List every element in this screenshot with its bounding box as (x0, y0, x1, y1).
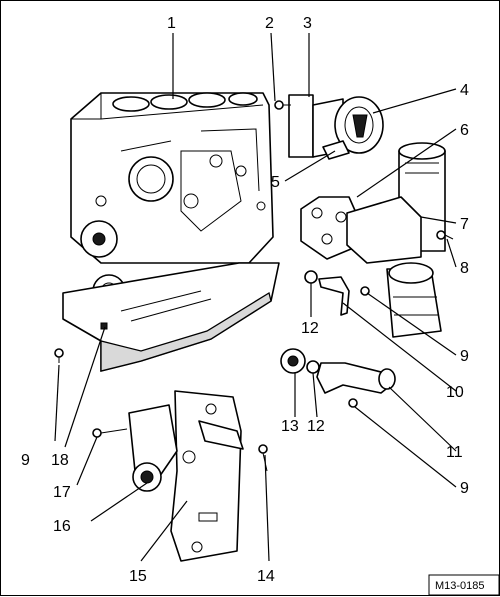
oil-pipe (304, 270, 370, 316)
figure-reference-label: M13-0185 (435, 580, 485, 592)
belt-tensioner (92, 404, 178, 492)
drain-plug (54, 348, 64, 363)
callout-9-right-lower: 9 (460, 480, 469, 497)
callout-3: 3 (303, 15, 312, 32)
callout-10: 10 (446, 384, 464, 401)
callout-13: 13 (281, 418, 299, 435)
callout-9-right-upper: 9 (460, 348, 469, 365)
leader-lines (54, 32, 457, 562)
oil-pan (62, 262, 280, 372)
accessory-bracket (170, 390, 268, 562)
callout-14: 14 (257, 568, 275, 585)
callout-15: 15 (129, 568, 147, 585)
oil-filter-housing (346, 142, 454, 338)
callout-12-lower: 12 (307, 418, 325, 435)
callout-6: 6 (460, 122, 469, 139)
callout-12-upper: 12 (301, 320, 319, 337)
vacuum-pump (274, 94, 384, 160)
callout-labels: 1 2 3 4 5 6 7 8 9 9 9 10 11 12 12 13 14 … (21, 15, 469, 585)
callout-2: 2 (265, 15, 274, 32)
coolant-elbow (280, 348, 396, 408)
callout-9-left: 9 (21, 452, 30, 469)
callout-5: 5 (271, 174, 280, 191)
callout-17: 17 (53, 484, 71, 501)
figure-reference: M13-0185 (428, 574, 500, 596)
callout-4: 4 (460, 82, 469, 99)
callout-8: 8 (460, 260, 469, 277)
callout-18: 18 (51, 452, 69, 469)
callout-11: 11 (446, 444, 463, 461)
callout-7: 7 (460, 216, 469, 233)
callout-16: 16 (53, 518, 71, 535)
callout-1: 1 (167, 15, 176, 32)
